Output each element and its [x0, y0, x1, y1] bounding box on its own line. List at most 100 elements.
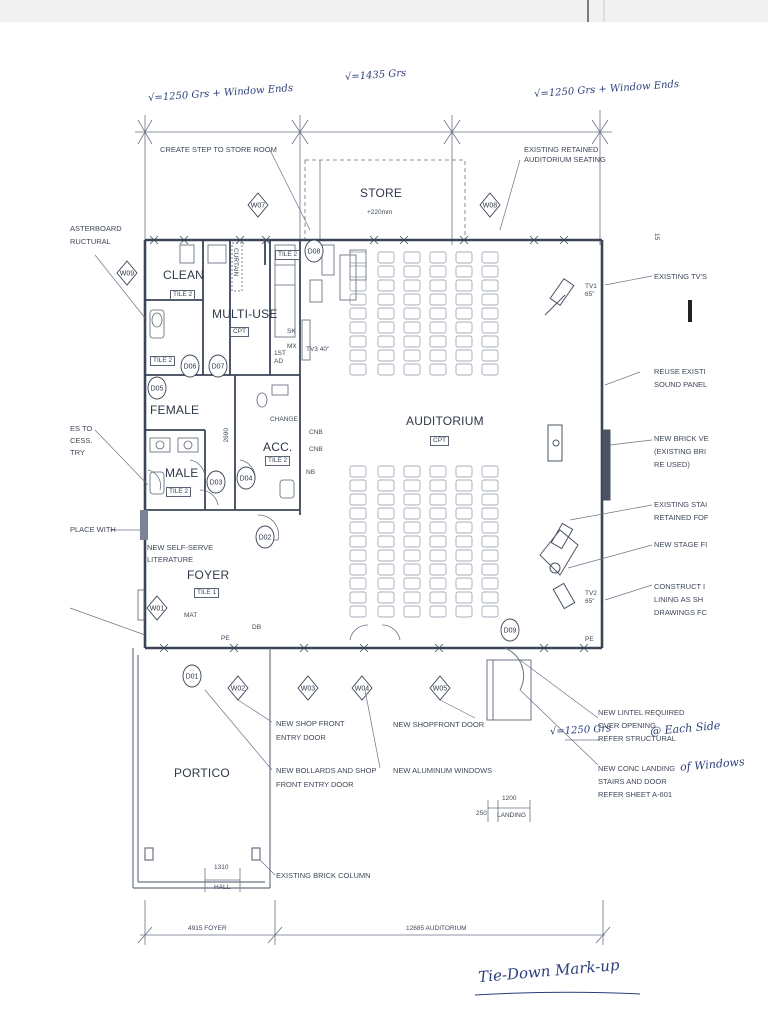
seat — [455, 479, 473, 492]
callout-conc-landing-3: REFER SHEET A-601 — [598, 790, 673, 799]
seat — [429, 349, 447, 362]
callout-new-brick-3: RE USED) — [654, 460, 690, 469]
label-dim-2690: 2690 — [223, 428, 230, 443]
callout-place-with: PLACE WITH — [70, 525, 116, 534]
room-store: STORE — [360, 186, 403, 200]
seat — [481, 265, 499, 278]
label-mat: MAT — [184, 612, 198, 619]
tag-d07: D07 — [212, 364, 225, 371]
room-portico: PORTICO — [174, 766, 230, 780]
seat — [481, 293, 499, 306]
tag-d09: D09 — [504, 628, 517, 635]
callout-access-3: TRY — [70, 448, 85, 457]
seat — [403, 307, 421, 320]
seat — [349, 535, 367, 548]
label-tv1: TV1 65" — [585, 283, 597, 298]
seat — [481, 321, 499, 334]
label-dim-15: 15 — [653, 233, 660, 241]
label-cnb-b: CNB — [309, 446, 323, 453]
seat — [481, 535, 499, 548]
seat — [377, 479, 395, 492]
exterior-walls — [143, 238, 604, 650]
window-tag-w01 — [146, 595, 168, 621]
seat — [455, 563, 473, 576]
seat — [481, 349, 499, 362]
seat — [455, 265, 473, 278]
label-db: DB — [252, 624, 262, 631]
seat — [403, 577, 421, 590]
seat — [429, 605, 447, 618]
seat — [349, 591, 367, 604]
seat — [377, 605, 395, 618]
seat — [429, 265, 447, 278]
door-tag-d05 — [147, 376, 167, 400]
seat — [429, 335, 447, 348]
seat — [481, 521, 499, 534]
window-tag-w09 — [116, 260, 138, 286]
seat — [403, 321, 421, 334]
door-tag-d01 — [182, 664, 202, 688]
callout-new-lintel-1: NEW LINTEL REQUIRED — [598, 708, 685, 717]
seat — [349, 265, 367, 278]
callout-new-brick-1: NEW BRICK VE — [654, 434, 709, 443]
seat — [455, 521, 473, 534]
window-tag-w08 — [479, 192, 501, 218]
callout-self-serve-2: LITERATURE — [147, 555, 194, 564]
tag-w03: W03 — [301, 686, 316, 693]
seat — [429, 493, 447, 506]
seat — [377, 493, 395, 506]
seat — [455, 321, 473, 334]
seat — [481, 563, 499, 576]
callout-bollards-1: NEW BOLLARDS AND SHOP — [276, 766, 377, 775]
sanitary-fixtures — [137, 242, 367, 621]
callout-plasterboard-2: RUCTURAL — [70, 237, 111, 246]
tag-d06: D06 — [184, 364, 197, 371]
seat — [403, 293, 421, 306]
seat — [349, 521, 367, 534]
seat — [403, 279, 421, 292]
seat — [349, 293, 367, 306]
callout-self-serve-1: NEW SELF-SERVE — [147, 543, 214, 552]
callout-reuse-1: REUSE EXISTI — [654, 367, 706, 376]
seat — [377, 363, 395, 376]
seat — [377, 335, 395, 348]
seat — [481, 465, 499, 478]
tag-w02: W02 — [231, 686, 246, 693]
label-dim-1200: 1200 — [502, 795, 517, 802]
seat — [349, 605, 367, 618]
seat — [455, 335, 473, 348]
auditorium-seating-lower — [349, 465, 499, 618]
scan-mark — [688, 300, 692, 322]
seat — [403, 349, 421, 362]
tag-w07: W07 — [251, 203, 266, 210]
callout-aluminum-windows: NEW ALUMINUM WINDOWS — [393, 766, 493, 775]
tag-d02: D02 — [259, 535, 272, 542]
scan-top-edge — [0, 0, 768, 22]
door-tag-d08 — [304, 239, 324, 263]
seat — [455, 493, 473, 506]
seat — [429, 479, 447, 492]
store-level: +220mm — [367, 209, 393, 216]
store-room-outline — [304, 159, 466, 241]
label-sk: SK — [287, 328, 296, 335]
seat — [429, 293, 447, 306]
door-tag-d09 — [500, 618, 520, 642]
seat — [455, 349, 473, 362]
seat — [349, 493, 367, 506]
interior-walls — [145, 240, 301, 515]
room-male: MALE — [165, 466, 199, 480]
callout-bollards-2: FRONT ENTRY DOOR — [276, 780, 354, 789]
room-foyer: FOYER — [187, 568, 230, 582]
room-auditorium: AUDITORIUM — [406, 414, 484, 428]
label-dim-250: 250 — [476, 810, 487, 817]
callout-construct-3: DRAWINGS FC — [654, 608, 708, 617]
callout-conc-landing-2: STAIRS AND DOOR — [598, 777, 667, 786]
callout-brick-column: EXISTING BRICK COLUMN — [276, 871, 371, 880]
seat — [429, 307, 447, 320]
seat — [349, 279, 367, 292]
room-female: FEMALE — [150, 403, 200, 417]
seat — [377, 535, 395, 548]
seat — [429, 577, 447, 590]
tag-d04: D04 — [240, 476, 253, 483]
seat — [429, 521, 447, 534]
